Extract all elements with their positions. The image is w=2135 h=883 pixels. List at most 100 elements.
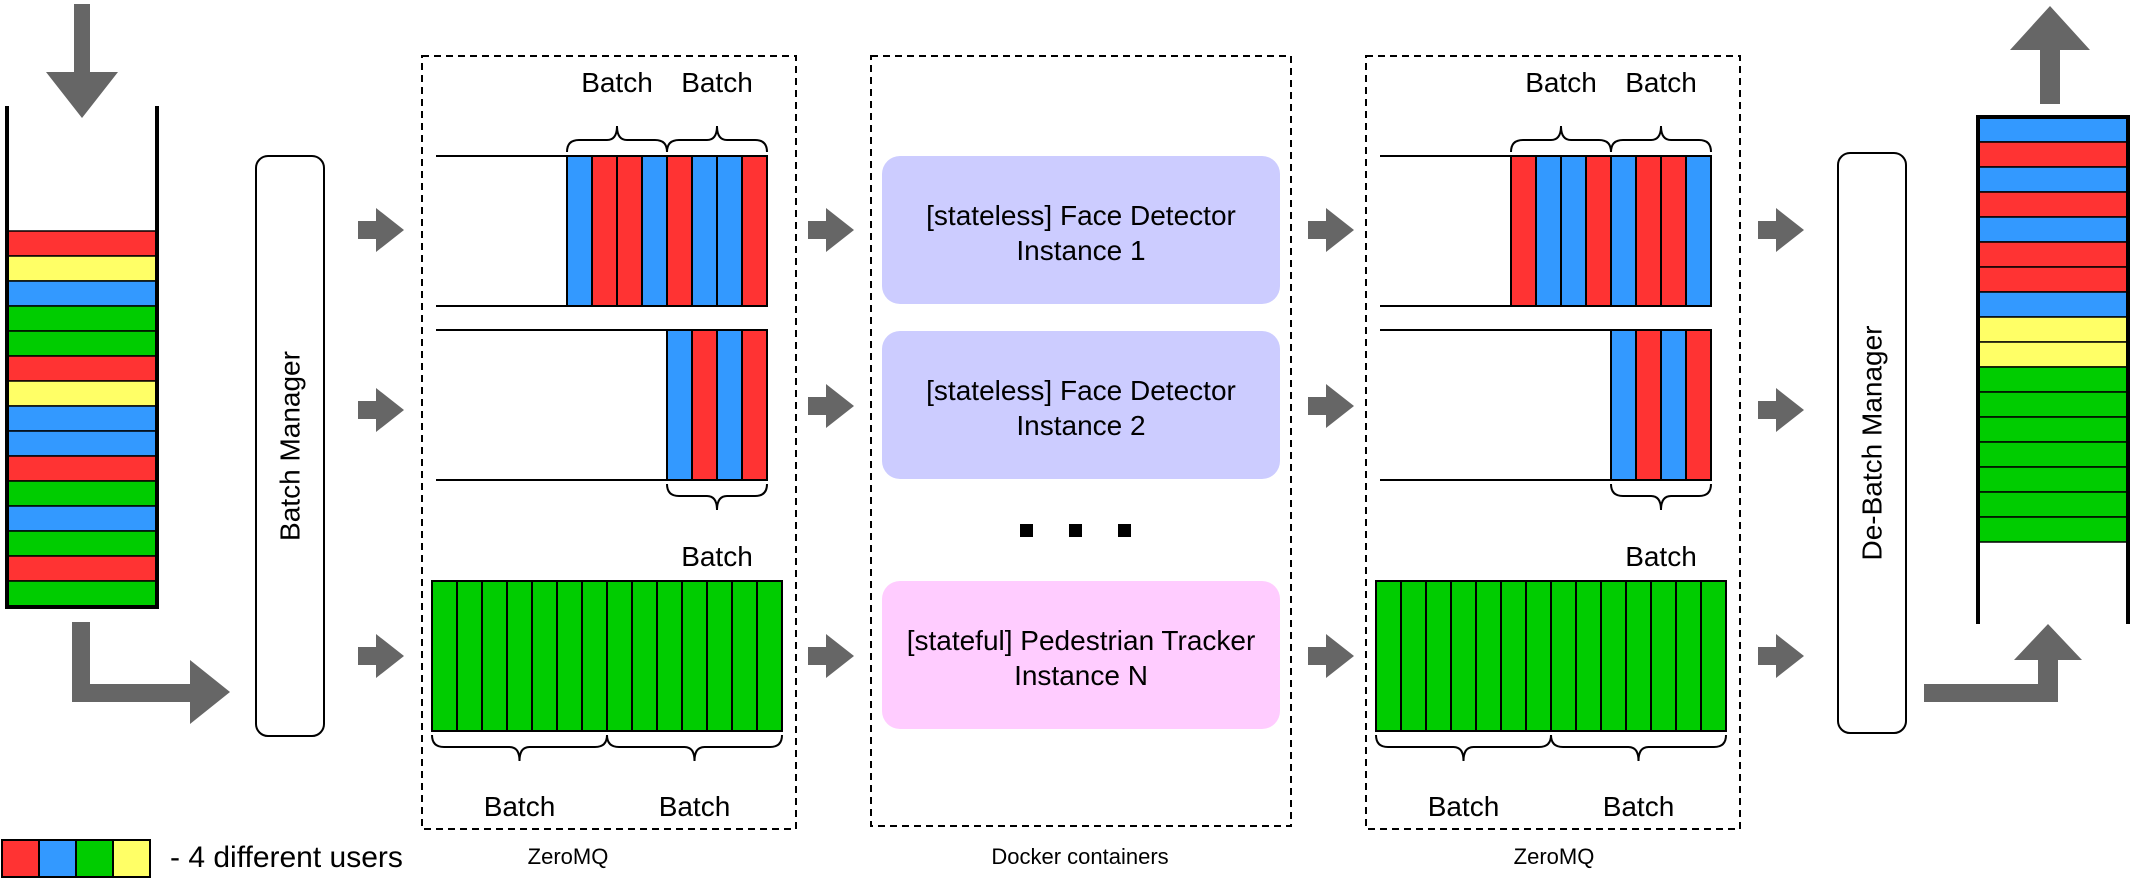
message-cell-blue	[1685, 155, 1712, 307]
message-cell-green	[506, 580, 533, 732]
arrow-right-icon	[1758, 388, 1804, 432]
queue-cell-green	[1977, 441, 2129, 468]
input-queue	[5, 106, 159, 609]
instance-subtitle: Instance N	[1014, 660, 1148, 691]
zeromq-left-border	[421, 55, 797, 830]
queue-cell-green	[1977, 466, 2129, 493]
input-down-arrow-icon	[46, 4, 118, 118]
message-cell-green	[1625, 580, 1652, 732]
batch-brace	[606, 734, 783, 762]
arrow-right-icon	[1308, 634, 1354, 678]
legend-label: - 4 different users	[170, 841, 403, 874]
message-cell-green	[1575, 580, 1602, 732]
legend-swatch-green	[75, 839, 114, 878]
legend-swatch-blue	[38, 839, 77, 878]
queue-cell-green	[1977, 391, 2129, 418]
queue-cell-green	[6, 305, 158, 332]
message-cell-green	[756, 580, 783, 732]
debatch-manager-box	[1837, 152, 1907, 734]
legend-swatch-yellow	[112, 839, 151, 878]
batch-brace	[1610, 483, 1712, 511]
message-cell-blue	[1560, 155, 1587, 307]
message-cell-green	[631, 580, 658, 732]
message-cell-blue	[1660, 329, 1687, 481]
legend: - 4 different users	[1, 839, 403, 878]
message-cell-green	[1650, 580, 1677, 732]
queue-cell-green	[6, 530, 158, 557]
queue-cell-red	[1977, 266, 2129, 293]
legend-swatches	[1, 839, 151, 878]
dot	[1069, 524, 1082, 537]
batch-brace	[566, 125, 668, 153]
dot	[1118, 524, 1131, 537]
instance-box	[882, 156, 1280, 304]
batch-brace	[1610, 125, 1712, 153]
message-cell-green	[1675, 580, 1702, 732]
queue-cell-red	[6, 230, 158, 257]
message-cell-blue	[641, 155, 668, 307]
instance-box	[882, 331, 1280, 479]
queue-cell-green	[6, 580, 158, 607]
queue-cell-blue	[6, 405, 158, 432]
output-queue-walls	[1976, 115, 2130, 624]
message-cell-green	[656, 580, 683, 732]
queue-cell-red	[6, 555, 158, 582]
queue-cell-green	[6, 480, 158, 507]
message-cell-red	[616, 155, 643, 307]
batch-manager: Batch Manager	[255, 155, 325, 737]
dot	[1020, 524, 1033, 537]
arrow-right-icon	[358, 634, 404, 678]
batch-brace	[666, 483, 768, 511]
debatch-manager: De-Batch Manager	[1837, 152, 1907, 734]
message-cell-green	[1600, 580, 1627, 732]
arrow-right-icon	[808, 208, 854, 252]
output-queue	[1976, 115, 2130, 624]
message-cell-blue	[1610, 329, 1637, 481]
queue-cell-red	[1977, 241, 2129, 268]
message-cell-red	[1510, 155, 1537, 307]
docker-border	[870, 55, 1292, 827]
queue-cell-blue	[1977, 116, 2129, 143]
message-cell-green	[731, 580, 758, 732]
output-up-arrow-icon	[2010, 6, 2090, 104]
batch-brace	[1510, 125, 1612, 153]
message-cell-green	[581, 580, 608, 732]
batch-brace	[1550, 734, 1727, 762]
queue-cell-blue	[1977, 166, 2129, 193]
queue-cell-green	[1977, 516, 2129, 543]
batch-label: Batch	[484, 791, 556, 822]
message-cell-red	[741, 155, 768, 307]
batch-brace	[1375, 734, 1552, 762]
message-cell-green	[1450, 580, 1477, 732]
batch-label: Batch	[681, 541, 753, 572]
queue-cell-blue	[6, 280, 158, 307]
instance-subtitle: Instance 1	[1016, 235, 1145, 266]
queue-cell-green	[6, 330, 158, 357]
message-cell-green	[431, 580, 458, 732]
queue-cell-green	[1977, 416, 2129, 443]
message-cell-green	[1700, 580, 1727, 732]
instance-title: [stateful] Pedestrian Tracker	[907, 625, 1256, 656]
message-cell-red	[591, 155, 618, 307]
arrow-right-icon	[1308, 208, 1354, 252]
batch-label: Batch	[581, 67, 653, 98]
input-bend-arrow-icon	[72, 622, 230, 724]
arrow-right-icon	[1758, 208, 1804, 252]
message-cell-red	[741, 329, 768, 481]
input-queue-walls	[5, 106, 159, 609]
batch-label: Batch	[1603, 791, 1675, 822]
queue-cell-blue	[1977, 216, 2129, 243]
instance-box	[882, 581, 1280, 729]
message-cell-blue	[716, 329, 743, 481]
batch-label: Batch	[1625, 67, 1697, 98]
queue-cell-yellow	[6, 380, 158, 407]
message-cell-blue	[566, 155, 593, 307]
instance-title: [stateless] Face Detector	[926, 200, 1236, 231]
instance-title: [stateless] Face Detector	[926, 375, 1236, 406]
batch-brace	[666, 125, 768, 153]
arrow-right-icon	[358, 388, 404, 432]
message-cell-blue	[1610, 155, 1637, 307]
batch-label: Batch	[1525, 67, 1597, 98]
